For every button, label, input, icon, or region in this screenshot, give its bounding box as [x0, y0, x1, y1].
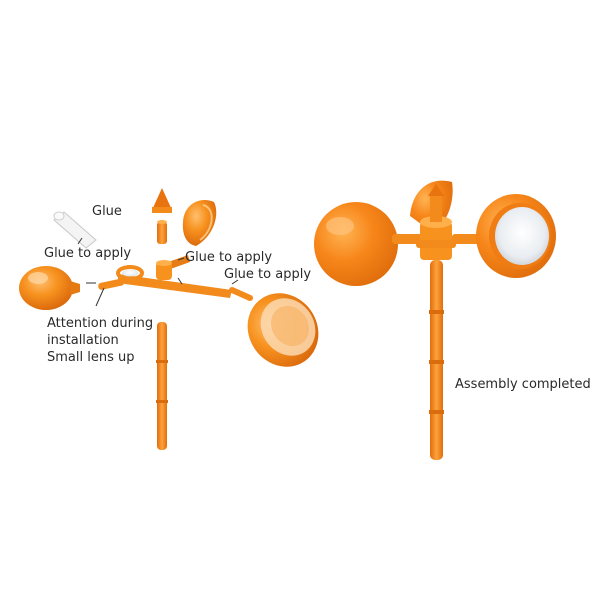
left-cup-part [19, 266, 80, 310]
right-cup-part [229, 287, 319, 367]
top-cap-part [152, 188, 172, 244]
glue-to-apply-left-label: Glue to apply [44, 246, 132, 261]
assembly-completed-label: Assembly completed [455, 377, 591, 392]
pole-part [156, 322, 168, 450]
assembled-anemometer [314, 180, 556, 460]
glue-label: Glue [92, 204, 122, 219]
pointer-lines [77, 237, 239, 307]
attention-line-1: Attention during [47, 316, 154, 331]
attention-line-3: Small lens up [47, 350, 135, 365]
attention-line-2: installation [47, 333, 119, 348]
hub-part [116, 255, 232, 298]
connector-arm-part [98, 278, 124, 290]
glue-tube-icon [53, 211, 97, 249]
top-cup-part [182, 200, 217, 246]
glue-to-apply-right-label: Glue to apply [224, 267, 312, 282]
glue-to-apply-center-label: Glue to apply [185, 250, 273, 265]
